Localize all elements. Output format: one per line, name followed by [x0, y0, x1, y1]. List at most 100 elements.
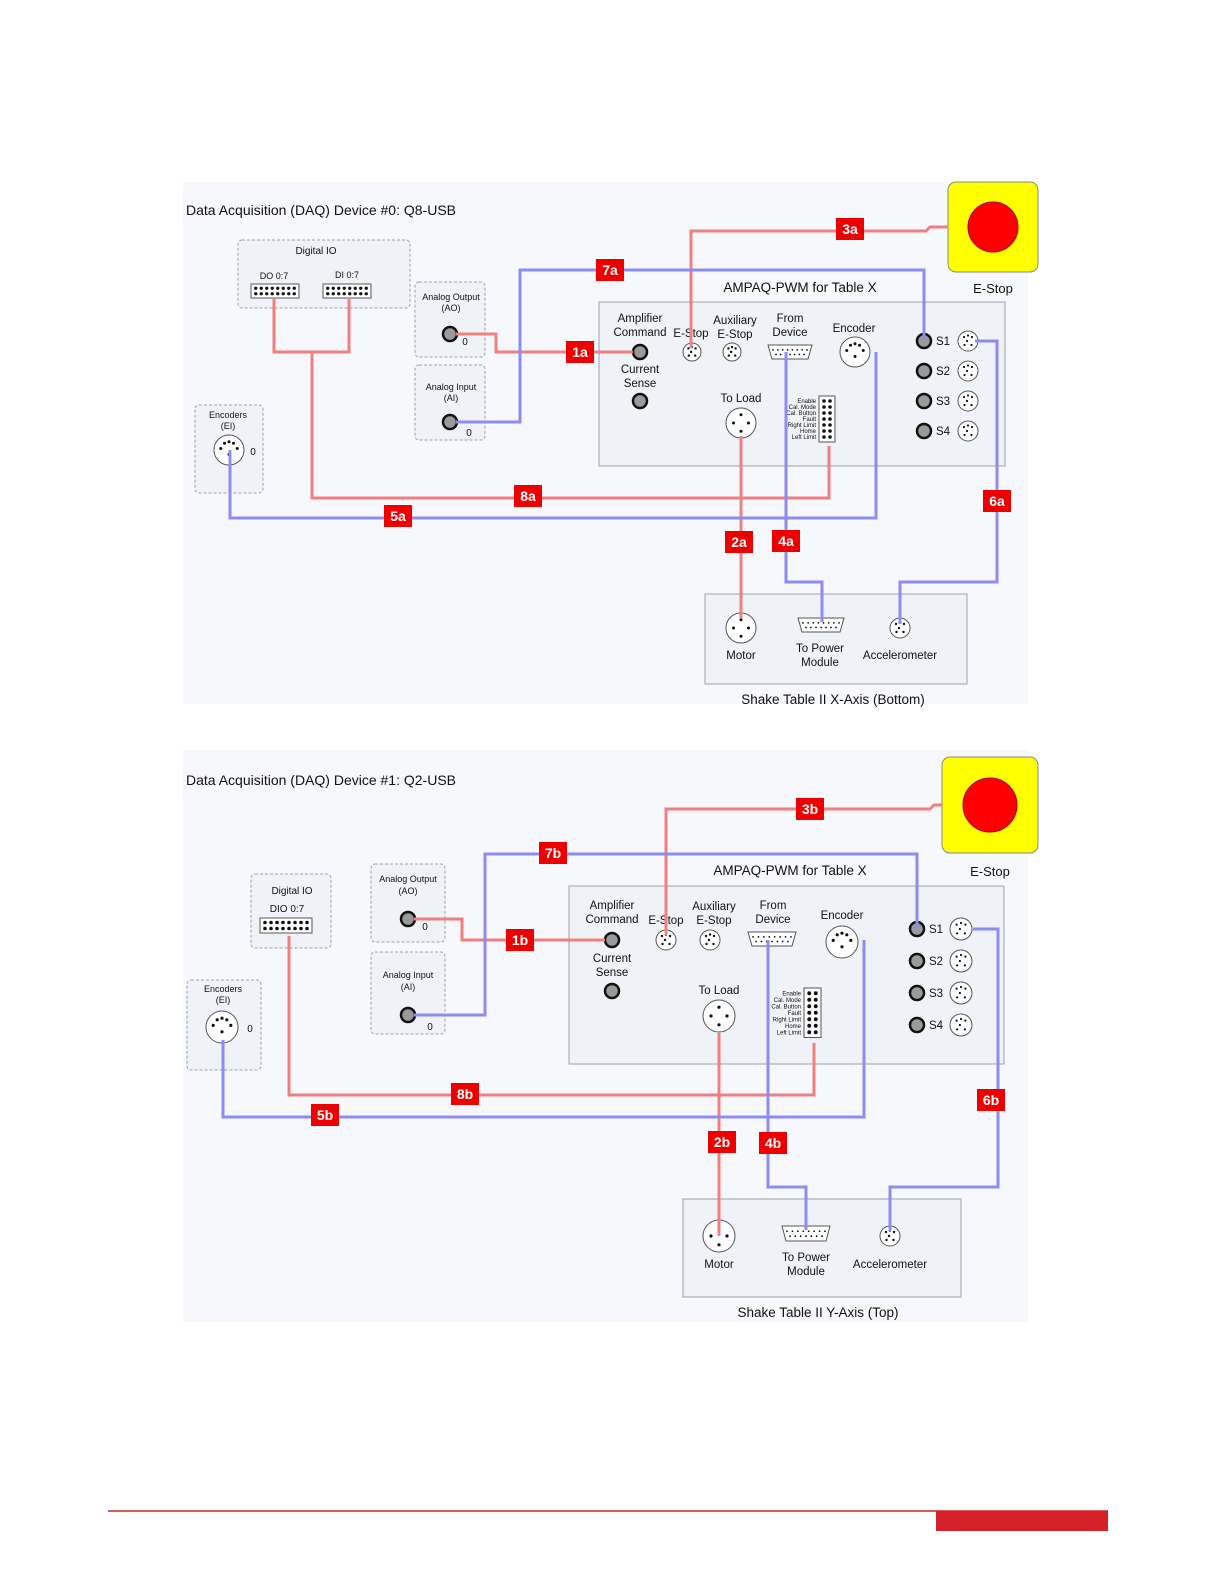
sensor-jack-s2[interactable] — [908, 952, 926, 970]
cable-tag — [539, 842, 567, 864]
aux-estop-l1-a: Auxiliary — [713, 315, 757, 327]
cable-tag — [836, 218, 864, 240]
cable-tag — [796, 798, 824, 820]
table-title-a: Shake Table II X-Axis (Bottom) — [741, 692, 925, 707]
sensor-jack-s4[interactable] — [915, 422, 933, 440]
ai-jack-a[interactable] — [441, 413, 459, 431]
encoders-box-b: Encoders (EI) 0 — [186, 979, 262, 1071]
amp-cmd-l1-b: Amplifier — [590, 900, 635, 912]
ampaq-title-b: AMPAQ-PWM for Table X — [713, 863, 866, 878]
enc-label2-a: (EI) — [221, 421, 236, 431]
amp-cmd-jack-b[interactable] — [603, 931, 621, 949]
ai-channel-b: 0 — [427, 1022, 433, 1033]
ampaq-box-b: AMPAQ-PWM for Table X Amplifier Command … — [568, 863, 1005, 1065]
ai-label2-a: (AI) — [444, 393, 459, 403]
aux-estop-din-a[interactable] — [722, 342, 742, 362]
status-label: Fault — [803, 417, 817, 423]
ampaq-box-a: AMPAQ-PWM for Table X Amplifier Command … — [598, 280, 1006, 467]
cable-tag-label: 8a — [520, 488, 536, 504]
cable-tag-label: 7b — [545, 845, 561, 861]
cable-tag — [451, 1083, 479, 1105]
cable-tag — [514, 485, 542, 507]
ai-label2-b: (AI) — [401, 982, 416, 992]
cable-tag-label: 2a — [731, 534, 747, 550]
sensor-jack-s4[interactable] — [908, 1016, 926, 1034]
ao-jack-a[interactable] — [441, 325, 459, 343]
estop-button-b[interactable] — [941, 756, 1039, 854]
to-load-label-b: To Load — [699, 985, 740, 997]
ai-jack-b[interactable] — [399, 1006, 417, 1024]
shake-table-box-b: Motor To Power Module Accelerometer Shak… — [682, 1198, 962, 1320]
sensor-label: S1 — [936, 336, 950, 348]
from-device-connector-a[interactable] — [767, 344, 813, 360]
digital-io-title-a: Digital IO — [295, 246, 336, 257]
status-label: Cal. Mode — [789, 405, 817, 411]
ampaq-title-a: AMPAQ-PWM for Table X — [723, 280, 876, 295]
to-load-din-b[interactable] — [702, 999, 736, 1033]
ao-label2-a: (AO) — [442, 303, 461, 313]
cur-sense-jack-a[interactable] — [631, 392, 649, 410]
status-label: Left Limit — [777, 1030, 802, 1036]
cur-sense-jack-b[interactable] — [603, 982, 621, 1000]
di-connector-a[interactable] — [322, 283, 372, 299]
cable-tag-label: 5b — [317, 1107, 333, 1123]
sensor-label: S4 — [929, 1020, 944, 1032]
aux-estop-l2-a: E-Stop — [717, 329, 752, 341]
digital-io-title-b: Digital IO — [271, 886, 312, 897]
cable-tag — [708, 1131, 736, 1153]
power-module-connector-a[interactable] — [797, 617, 845, 633]
from-device-connector-b[interactable] — [747, 931, 797, 947]
status-label: Enable — [782, 991, 801, 997]
power-module-connector-b[interactable] — [781, 1225, 831, 1242]
to-load-din-a[interactable] — [725, 407, 757, 439]
ao-label-b: Analog Output — [379, 874, 437, 884]
cur-sense-l2-a: Sense — [624, 378, 657, 390]
power-l2-a: Module — [801, 657, 839, 669]
analog-input-box-a: Analog Input (AI) 0 — [414, 364, 486, 441]
cable-tag — [772, 530, 800, 552]
ao-jack-b[interactable] — [399, 910, 417, 928]
enc-channel-a: 0 — [250, 447, 256, 458]
enc-channel-b: 0 — [247, 1024, 253, 1035]
encoder-din-b[interactable] — [205, 1010, 239, 1044]
status-label: Cal. Mode — [774, 998, 802, 1004]
diagram-device-1: Data Acquisition (DAQ) Device #1: Q2-USB… — [183, 750, 1039, 1322]
ao-label-a: Analog Output — [422, 292, 480, 302]
sensor-jack-s2[interactable] — [915, 362, 933, 380]
power-l1-b: To Power — [782, 1252, 830, 1264]
estop-button-a[interactable] — [947, 181, 1039, 273]
cable-tag-label: 6a — [989, 493, 1005, 509]
sensor-jack-s3[interactable] — [915, 392, 933, 410]
cables-a — [228, 225, 999, 624]
sensor-label: S1 — [929, 924, 943, 936]
cur-sense-l1-b: Current — [593, 953, 632, 965]
cable-tag-label: 6b — [983, 1092, 999, 1108]
encoder-port-din-b[interactable] — [825, 925, 859, 959]
estop-din-a[interactable] — [682, 342, 702, 362]
status-label: Cal. Button — [771, 1004, 801, 1010]
encoder-port-din-a[interactable] — [839, 336, 871, 368]
from-dev-l1-a: From — [777, 313, 804, 325]
sensor-jack-s3[interactable] — [908, 984, 926, 1002]
cable-tag-label: 7a — [602, 262, 618, 278]
dio-connector-b[interactable] — [259, 917, 313, 934]
do-connector-a[interactable] — [250, 283, 300, 299]
from-dev-l2-b: Device — [755, 914, 790, 926]
from-dev-l2-a: Device — [772, 327, 807, 339]
status-label: Right Limit — [788, 423, 817, 429]
cable-tag — [506, 929, 534, 951]
encoders-box-a: Encoders (EI) 0 — [194, 404, 264, 494]
amp-cmd-jack-a[interactable] — [631, 343, 649, 361]
status-label: Enable — [797, 399, 816, 405]
page-footer — [108, 1510, 1108, 1531]
status-label: Left Limit — [792, 435, 817, 441]
motor-din-a[interactable] — [725, 612, 757, 644]
motor-label-b: Motor — [704, 1259, 734, 1271]
cur-sense-l2-b: Sense — [596, 967, 629, 979]
cable-tag — [759, 1132, 787, 1154]
aux-estop-din-b[interactable] — [699, 929, 721, 951]
diagram-a-title: Data Acquisition (DAQ) Device #0: Q8-USB — [186, 202, 456, 218]
